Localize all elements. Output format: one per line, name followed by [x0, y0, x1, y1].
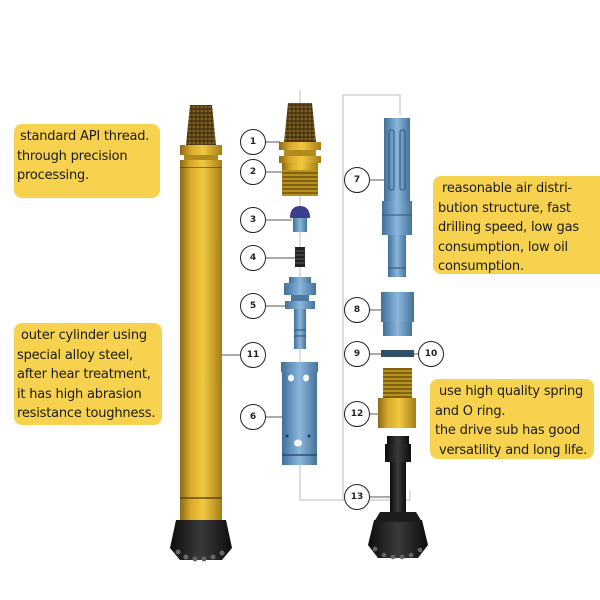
- callout-4: 4: [240, 245, 266, 271]
- note-api-thread: standard API thread. through precision p…: [14, 124, 160, 198]
- note-line: resistance toughness.: [17, 406, 156, 421]
- note-line: reasonable air distri-: [442, 181, 572, 196]
- part-4-spring: [295, 247, 305, 267]
- note-line: special alloy steel,: [17, 347, 134, 363]
- callout-2: 2: [240, 159, 266, 185]
- callout-12: 12: [344, 401, 370, 427]
- callout-8: 8: [344, 297, 370, 323]
- callout-10: 10: [418, 341, 444, 367]
- callout-7: 7: [344, 167, 370, 193]
- note-line: consumption, low oil: [438, 239, 568, 255]
- part-3-check-valve: [290, 206, 310, 232]
- callout-11: 11: [240, 342, 266, 368]
- note-spring-drive-sub: use high quality spring and O ring. the …: [430, 379, 594, 459]
- callout-1: 1: [240, 129, 266, 155]
- part-9-10-o-rings: [381, 350, 414, 357]
- callout-leaders: [222, 141, 418, 498]
- note-line: consumption.: [438, 259, 524, 274]
- note-line: drilling speed, low gas: [438, 220, 579, 235]
- note-line: through precision: [17, 148, 128, 164]
- part-2-thread: [282, 163, 318, 196]
- part-8-guide-sleeve: [381, 292, 414, 336]
- note-air-distribution: reasonable air distri- bution structure,…: [433, 176, 600, 274]
- note-outer-cylinder: outer cylinder using special alloy steel…: [14, 323, 162, 425]
- callout-3: 3: [240, 207, 266, 233]
- assembled-hammer: [170, 105, 232, 562]
- part-13-drill-bit: [368, 436, 428, 560]
- note-line: processing.: [17, 168, 89, 183]
- part-7-piston: [382, 118, 412, 277]
- note-line: outer cylinder using: [21, 328, 147, 343]
- note-line: the drive sub has good: [435, 423, 581, 438]
- note-line: standard API thread.: [20, 129, 150, 144]
- callout-5: 5: [240, 293, 266, 319]
- callout-9: 9: [344, 341, 370, 367]
- note-line: it has high abrasion: [17, 386, 142, 402]
- part-5-distributor: [284, 277, 316, 349]
- callout-13: 13: [344, 484, 370, 510]
- note-line: after hear treatment,: [17, 367, 151, 382]
- note-line: versatility and long life.: [439, 442, 588, 458]
- part-1-top-sub: [279, 103, 321, 163]
- note-line: bution structure, fast: [438, 200, 571, 216]
- note-line: use high quality spring: [439, 384, 584, 399]
- callout-6: 6: [240, 404, 266, 430]
- note-line: and O ring.: [435, 403, 506, 419]
- part-6-inner-cylinder: [281, 362, 318, 465]
- part-12-drive-sub: [378, 368, 416, 428]
